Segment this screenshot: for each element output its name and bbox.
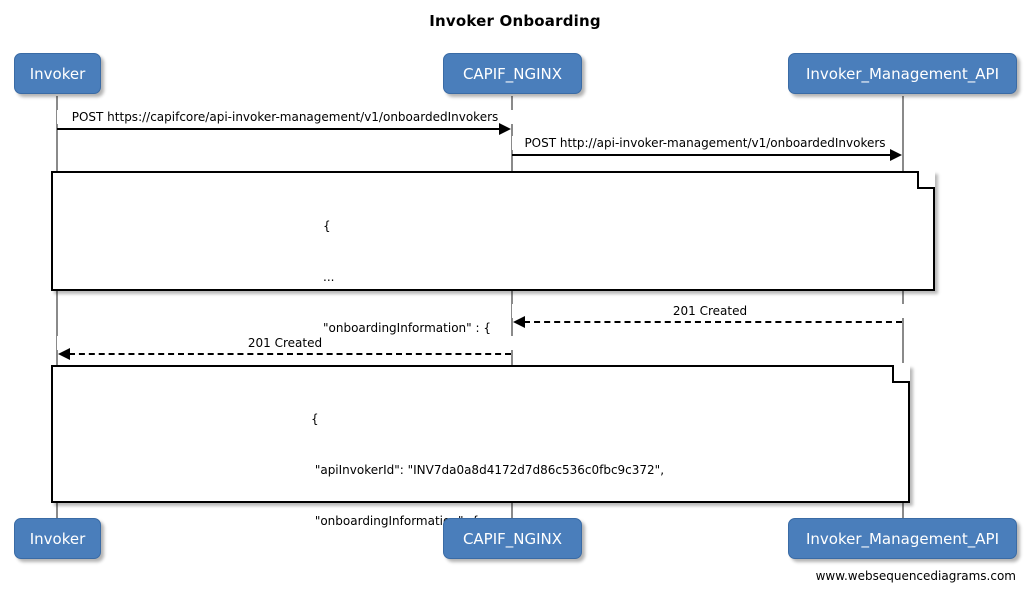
note-line: ... <box>323 270 335 284</box>
arrow-head-right-2 <box>890 149 902 161</box>
message-label-4: 201 Created <box>57 336 513 350</box>
message-label-2: POST http://api-invoker-management/v1/on… <box>512 136 898 150</box>
message-line-3 <box>524 321 902 323</box>
message-line-4 <box>69 353 511 355</box>
lifeline-invoker <box>56 96 58 521</box>
note-fold-corner-icon <box>917 169 935 189</box>
note-response-text: { "apiInvokerId": "INV7da0a8d4172d7d86c5… <box>311 377 664 593</box>
footer-credit: www.websequencediagrams.com <box>815 569 1016 583</box>
participant-invoker-top[interactable]: Invoker <box>14 53 101 94</box>
participant-label: CAPIF_NGINX <box>462 64 563 83</box>
message-line-1 <box>57 128 502 130</box>
note-line: { <box>323 219 331 233</box>
arrow-head-left-4 <box>58 348 70 360</box>
note-response-body: { "apiInvokerId": "INV7da0a8d4172d7d86c5… <box>51 363 910 528</box>
participant-invoker-bottom[interactable]: Invoker <box>14 518 101 559</box>
participant-label: Invoker_Management_API <box>805 64 1000 83</box>
participant-capif-nginx-top[interactable]: CAPIF_NGINX <box>443 53 582 94</box>
note-line: "apiInvokerId": "INV7da0a8d4172d7d86c536… <box>311 463 665 477</box>
participant-label: Invoker <box>29 529 86 548</box>
page-title: Invoker Onboarding <box>429 12 601 30</box>
participant-label: Invoker_Management_API <box>805 529 1000 548</box>
message-label-3: 201 Created <box>512 304 908 318</box>
message-label-1: POST https://capifcore/api-invoker-manag… <box>57 110 513 124</box>
note-fold-corner-icon <box>892 363 910 383</box>
arrow-head-right-1 <box>499 123 511 135</box>
message-line-2 <box>512 154 893 156</box>
note-line: "onboardingInformation" : { <box>323 321 491 335</box>
participant-invoker-management-api-bottom[interactable]: Invoker_Management_API <box>788 518 1017 559</box>
participant-label: CAPIF_NGINX <box>462 529 563 548</box>
note-line: { <box>311 412 319 426</box>
note-request-body: { ... "onboardingInformation" : { "apiIn… <box>51 169 935 488</box>
participant-capif-nginx-bottom[interactable]: CAPIF_NGINX <box>443 518 582 559</box>
participant-invoker-management-api-top[interactable]: Invoker_Management_API <box>788 53 1017 94</box>
participant-label: Invoker <box>29 64 86 83</box>
arrow-head-left-3 <box>513 316 525 328</box>
